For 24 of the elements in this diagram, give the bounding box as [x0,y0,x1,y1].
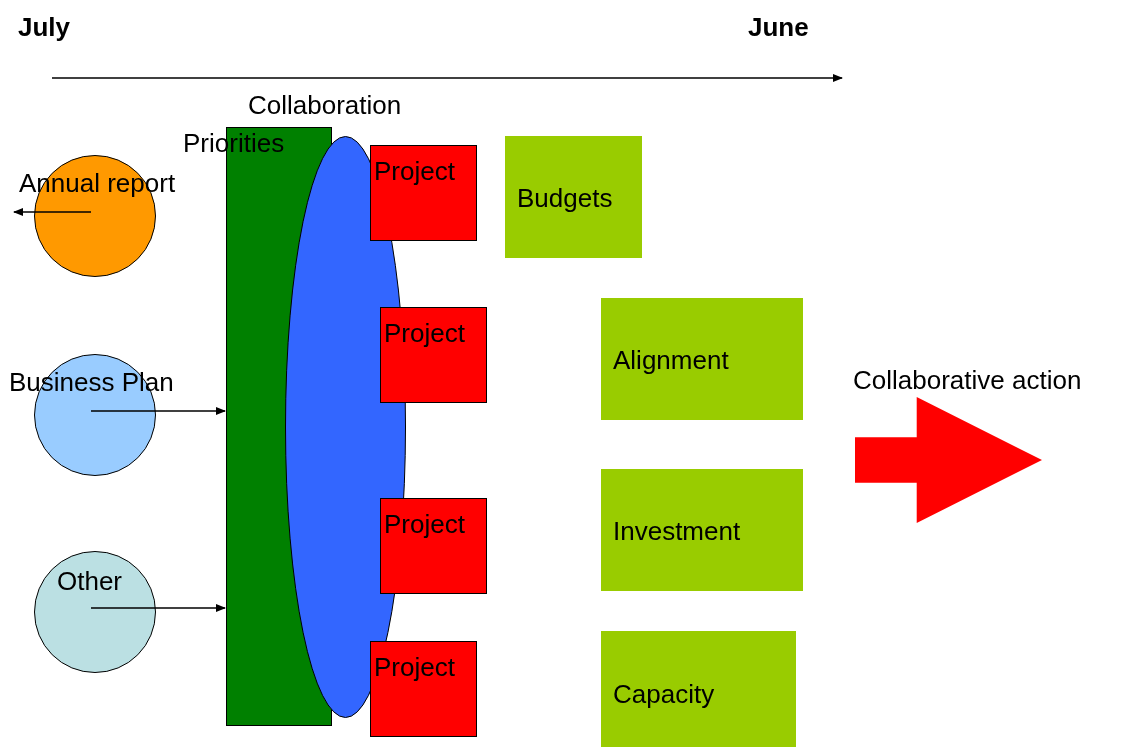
box-label: Budgets [517,183,613,213]
box-label: Alignment [613,345,729,375]
box-label: Investment [613,516,741,546]
arrow-label: Collaborative action [853,365,1082,395]
circle-label: Other [57,566,123,596]
box-label: Project [384,509,465,539]
project-box [380,307,487,403]
box-label: Project [374,652,455,682]
project-box [380,498,487,594]
arrow [13,208,92,216]
outcome-box [601,298,803,420]
box-label: Project [374,156,455,186]
project-box [370,145,477,241]
box-label: Project [384,318,465,348]
month-label: July [18,12,71,43]
outcome-box [505,136,642,258]
arrow [90,604,226,612]
arrow [90,407,226,415]
outcome-box [601,469,803,591]
outcome-box [601,631,796,747]
box-label: Capacity [613,679,715,709]
ellipse-heading: Collaboration [248,90,402,120]
project-box [370,641,477,737]
month-label: June [748,12,809,43]
